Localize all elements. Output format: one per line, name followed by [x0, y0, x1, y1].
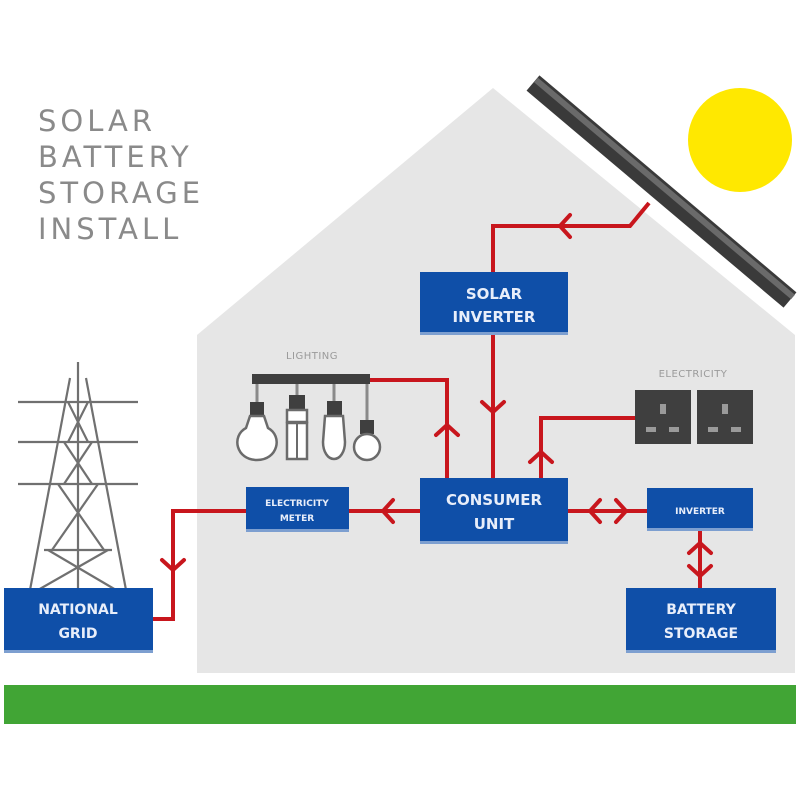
arrow-up-icon	[528, 450, 554, 464]
wire-consumer-unit-to-lighting	[370, 378, 449, 480]
sun-icon	[688, 88, 792, 192]
title-line-1: SOLAR	[38, 104, 156, 138]
socket-icon	[635, 390, 691, 444]
arrow-up-icon	[434, 423, 460, 437]
arrow-down-icon	[160, 558, 186, 572]
bulb-icon	[285, 384, 309, 461]
socket-icon	[697, 390, 753, 444]
arrow-down-icon	[687, 564, 713, 578]
arrow-left-icon	[588, 498, 602, 524]
battery-storage-line-2: STORAGE	[664, 626, 738, 642]
bulb-icon	[352, 384, 382, 462]
battery-storage-box: BATTERY STORAGE	[626, 588, 776, 653]
bulb-icon	[236, 384, 278, 462]
arrow-up-icon	[687, 541, 713, 555]
solar-inverter-line-2: INVERTER	[453, 308, 536, 326]
bulb-icon	[321, 384, 347, 461]
consumer-unit-line-1: CONSUMER	[446, 491, 542, 509]
wire-meter-to-grid	[153, 509, 246, 621]
lighting-label: LIGHTING	[286, 351, 338, 362]
wire-consumer-unit-to-sockets	[539, 416, 636, 480]
consumer-unit-box: CONSUMER UNIT	[420, 478, 568, 544]
arrow-left-icon	[558, 213, 572, 239]
title-line-3: STORAGE	[38, 176, 204, 210]
arrow-down-icon	[480, 400, 506, 414]
national-grid-line-1: NATIONAL	[38, 602, 118, 618]
arrow-right-icon	[614, 498, 628, 524]
electricity-sockets-group: ELECTRICITY	[635, 369, 753, 444]
electricity-meter-line-1: ELECTRICITY	[265, 499, 329, 509]
title-line-4: INSTALL	[38, 212, 182, 246]
pylon-icon	[18, 362, 138, 591]
consumer-unit-line-2: UNIT	[474, 515, 515, 533]
diagram-title: SOLAR BATTERY STORAGE INSTALL	[38, 104, 204, 246]
wires	[153, 201, 713, 621]
light-rail	[252, 374, 370, 384]
solar-inverter-box: SOLAR INVERTER	[420, 272, 568, 335]
title-line-2: BATTERY	[38, 140, 193, 174]
lighting-group: LIGHTING	[236, 351, 382, 462]
national-grid-line-2: GRID	[58, 626, 97, 642]
solar-inverter-line-1: SOLAR	[466, 285, 523, 303]
inverter-box: INVERTER	[647, 488, 753, 531]
ground-strip	[4, 685, 796, 724]
electricity-label: ELECTRICITY	[659, 369, 728, 380]
battery-storage-line-1: BATTERY	[666, 602, 736, 618]
national-grid-box: NATIONAL GRID	[4, 588, 153, 653]
inverter-line-1: INVERTER	[675, 507, 725, 517]
electricity-meter-box: ELECTRICITY METER	[246, 487, 349, 532]
solar-panel-icon	[526, 75, 797, 308]
electricity-meter-line-2: METER	[280, 514, 314, 524]
arrow-left-icon	[381, 498, 395, 524]
